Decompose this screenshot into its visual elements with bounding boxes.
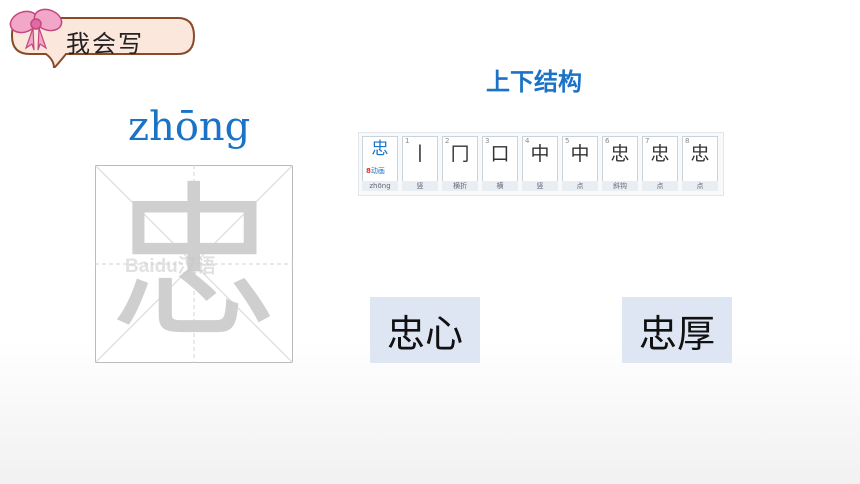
stroke-step-label: 竖 <box>522 181 558 191</box>
large-character: 忠 <box>110 166 278 362</box>
stroke-step-label: 斜钩 <box>602 181 638 191</box>
stroke-step-number: 6 <box>605 137 610 145</box>
animation-label: 动画 <box>370 167 385 175</box>
stroke-step-glyph: 口 <box>490 143 510 165</box>
stroke-step-number: 3 <box>485 137 490 145</box>
stroke-step-glyph: 忠 <box>610 143 630 165</box>
stroke-header-box: 忠 8动画 <box>362 136 398 182</box>
stroke-step-glyph: 中 <box>570 143 590 165</box>
watermark-text: Baidu汉语 <box>125 256 216 277</box>
speech-bubble-shape <box>11 17 196 68</box>
stroke-step-label: 点 <box>642 181 678 191</box>
stroke-step-label: 竖 <box>402 181 438 191</box>
stroke-step-glyph: 丨 <box>410 143 430 165</box>
character-grid: 忠 Baidu汉语 <box>95 165 293 363</box>
stroke-step-glyph: 中 <box>530 143 550 165</box>
stroke-step-number: 1 <box>405 137 410 145</box>
stroke-step-number: 5 <box>565 137 570 145</box>
stroke-step-number: 2 <box>445 137 450 145</box>
stroke-step-label: 横折 <box>442 181 478 191</box>
stroke-step-label: 横 <box>482 181 518 191</box>
stroke-step-glyph: 忠 <box>690 143 710 165</box>
stroke-step-number: 8 <box>685 137 690 145</box>
section-title-badge: 我会写 <box>6 8 198 68</box>
grid-lines <box>95 165 293 363</box>
stroke-step-number: 7 <box>645 137 650 145</box>
bow-icon <box>9 8 63 51</box>
word-card-1: 忠心 <box>370 297 480 363</box>
stroke-header-pinyin: zhōng <box>362 181 398 191</box>
stroke-step-glyph: 忠 <box>650 143 670 165</box>
stroke-step-glyph: 冂 <box>450 143 470 165</box>
word-card-2: 忠厚 <box>622 297 732 363</box>
structure-label: 上下结构 <box>486 68 582 96</box>
pinyin-label: zhōng <box>128 104 251 150</box>
stroke-count: 8 <box>366 167 371 175</box>
animation-button[interactable]: 8动画 <box>366 166 385 176</box>
stroke-step-label: 点 <box>562 181 598 191</box>
stroke-step-label: 点 <box>682 181 718 191</box>
stroke-header-cell[interactable]: 忠 8动画 zhōng <box>362 136 398 192</box>
section-title: 我会写 <box>66 30 144 58</box>
stroke-step-number: 4 <box>525 137 530 145</box>
stroke-header-char: 忠 <box>371 139 389 159</box>
